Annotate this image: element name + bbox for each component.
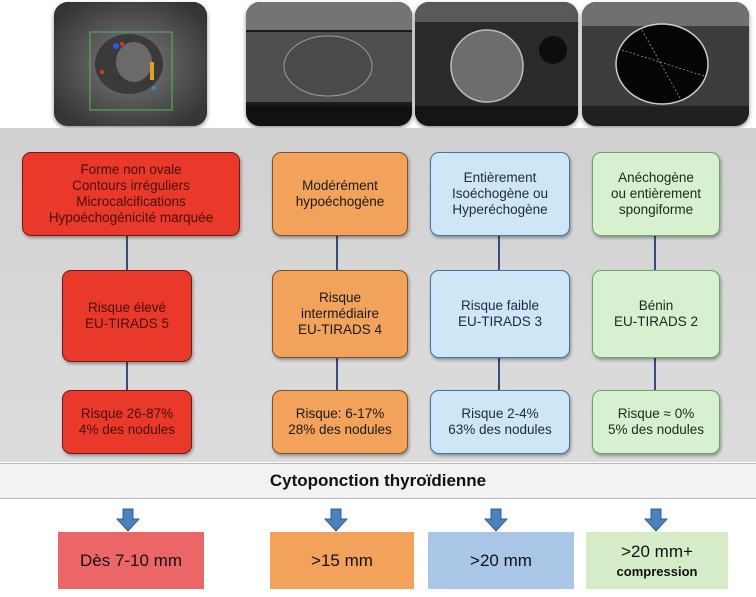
risk-level-box-tirads4: Risque intermédiaire EU-TIRADS 4 (272, 270, 408, 358)
threshold-text: Dès 7-10 mm (79, 550, 183, 570)
risk-stats-box-tirads3: Risque 2-4% 63% des nodules (430, 390, 570, 454)
risk-stats-box-tirads2: Risque ≈ 0% 5% des nodules (592, 390, 720, 454)
features-text: Entièrement Isoéchogène ou Hyperéchogène (451, 170, 549, 217)
threshold-box-tirads5: Dès 7-10 mm (58, 532, 204, 589)
down-arrow-icon (484, 508, 508, 532)
features-box-tirads2: Anéchogène ou entièrement spongiforme (592, 152, 720, 236)
down-arrow-icon (116, 508, 140, 532)
down-arrow-icon (324, 508, 348, 532)
features-box-tirads4: Modérément hypoéchogène (272, 152, 408, 236)
ultrasound-round-nodule-image (415, 2, 578, 126)
ultrasound-doppler-image (54, 2, 207, 126)
risk-stats-text: Risque 26-87% 4% des nodules (78, 406, 176, 437)
risk-level-text: Bénin EU-TIRADS 2 (613, 298, 698, 329)
features-text: Modérément hypoéchogène (295, 178, 385, 209)
threshold-text: >15 mm (311, 550, 373, 570)
risk-level-text: Risque faible EU-TIRADS 3 (457, 298, 542, 329)
features-box-tirads3: Entièrement Isoéchogène ou Hyperéchogène (430, 152, 570, 236)
connector-line (126, 236, 128, 270)
risk-stats-box-tirads5: Risque 26-87% 4% des nodules (62, 390, 192, 454)
down-arrow-icon (644, 508, 668, 532)
threshold-box-tirads3: >20 mm (428, 532, 574, 589)
risk-level-text: Risque élevé EU-TIRADS 5 (84, 300, 169, 331)
risk-level-box-tirads2: Bénin EU-TIRADS 2 (592, 270, 720, 358)
risk-stats-text: Risque 2-4% 63% des nodules (448, 406, 552, 437)
connector-line (498, 236, 500, 270)
threshold-note: compression (616, 564, 698, 579)
cytoponction-banner: Cytoponction thyroïdienne (0, 463, 756, 499)
features-text: Anéchogène ou entièrement spongiforme (610, 170, 702, 217)
connector-line (654, 358, 656, 390)
banner-label: Cytoponction thyroïdienne (269, 471, 487, 490)
threshold-box-tirads4: >15 mm (270, 532, 414, 589)
connector-line (336, 358, 338, 390)
features-box-tirads5: Forme non ovale Contours irréguliers Mic… (22, 152, 240, 236)
risk-stats-text: Risque ≈ 0% 5% des nodules (607, 406, 705, 437)
threshold-text: >20 mm (470, 550, 532, 570)
connector-line (498, 358, 500, 390)
features-text: Forme non ovale Contours irréguliers Mic… (48, 162, 214, 225)
risk-level-box-tirads3: Risque faible EU-TIRADS 3 (430, 270, 570, 358)
risk-level-text: Risque intermédiaire EU-TIRADS 4 (297, 290, 382, 337)
ultrasound-oval-nodule-image (246, 2, 412, 126)
connector-line (654, 236, 656, 270)
threshold-box-tirads2: >20 mm+ compression (586, 532, 728, 589)
risk-stats-text: Risque: 6-17% 28% des nodules (288, 406, 392, 437)
threshold-text: >20 mm+ (621, 542, 693, 561)
ultrasound-anechoic-cyst-image (582, 2, 749, 126)
risk-level-box-tirads5: Risque élevé EU-TIRADS 5 (62, 270, 192, 362)
risk-stats-box-tirads4: Risque: 6-17% 28% des nodules (272, 390, 408, 454)
connector-line (336, 236, 338, 270)
connector-line (126, 362, 128, 390)
